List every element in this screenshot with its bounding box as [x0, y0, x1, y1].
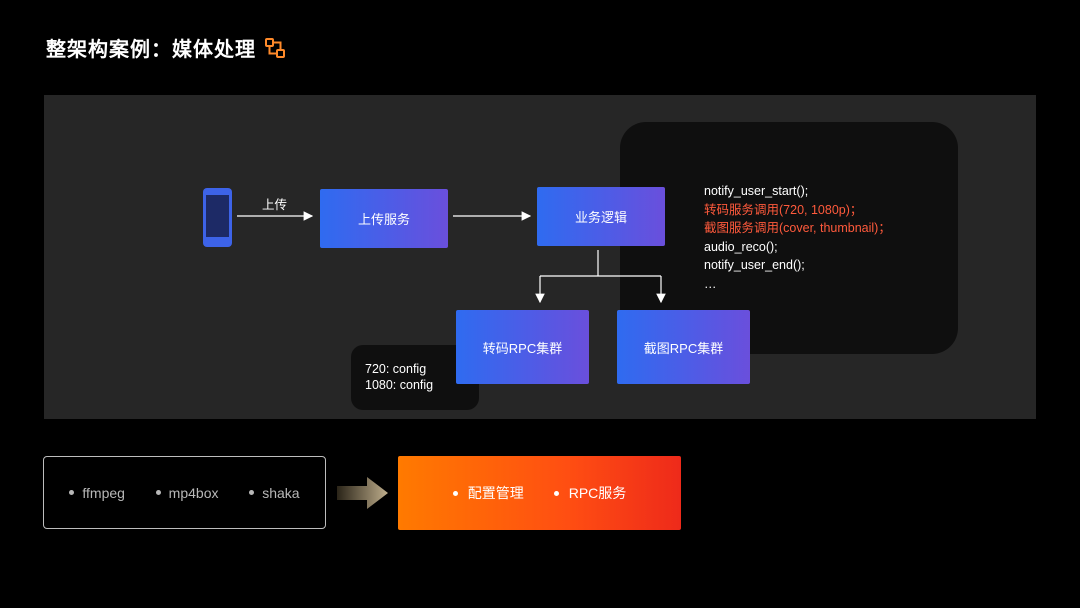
tools-box: ffmpeg mp4box shaka — [43, 456, 326, 529]
tool-item: shaka — [249, 484, 300, 501]
bullet-icon — [69, 490, 75, 495]
service-label: 配置管理 — [467, 485, 524, 501]
config-line: 1080: config — [365, 378, 434, 392]
upload-service-box: 上传服务 — [320, 189, 448, 248]
bullet-icon — [249, 490, 255, 495]
business-logic-box: 业务逻辑 — [537, 187, 665, 246]
code-line: audio_reco(); — [704, 239, 778, 254]
bullet-icon — [452, 490, 458, 496]
service-item: 配置管理 — [452, 483, 524, 503]
code-line: 转码服务调用(720, 1080p)； — [704, 202, 863, 217]
screenshot-cluster-box: 截图RPC集群 — [617, 310, 750, 384]
tool-label: shaka — [262, 484, 300, 501]
code-lines: notify_user_start(); 转码服务调用(720, 1080p)；… — [704, 182, 891, 293]
page-title-text: 整架构案例：媒体处理 — [46, 37, 256, 61]
tool-item: ffmpeg — [69, 485, 125, 501]
service-label: RPC服务 — [568, 485, 627, 501]
right-arrow-icon — [337, 477, 388, 509]
bullet-icon — [553, 490, 559, 496]
transcode-cluster-box: 转码RPC集群 — [456, 310, 589, 384]
phone-icon — [203, 188, 232, 247]
config-line: 720: config — [365, 362, 427, 376]
tool-label: mp4box — [168, 484, 219, 501]
services-box: 配置管理 RPC服务 — [398, 456, 681, 530]
code-line: 截图服务调用(cover, thumbnail)； — [704, 221, 891, 235]
tool-label: ffmpeg — [82, 484, 125, 501]
config-lines: 720: config 1080: config — [365, 361, 433, 393]
upload-label: 上传 — [262, 198, 288, 212]
bullet-icon — [155, 490, 161, 495]
tool-item: mp4box — [155, 484, 219, 501]
code-line: notify_user_end(); — [704, 258, 805, 272]
flow-icon — [264, 37, 286, 59]
code-line: notify_user_start(); — [704, 184, 809, 198]
service-item: RPC服务 — [553, 483, 627, 503]
page-title: 整架构案例：媒体处理 — [46, 33, 286, 62]
code-line: … — [704, 276, 717, 291]
